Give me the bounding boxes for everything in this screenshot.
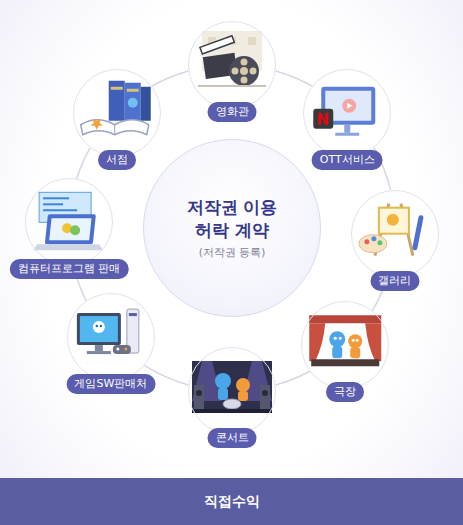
bookstore-illustration bbox=[73, 69, 161, 157]
item-circle: 극장 bbox=[301, 301, 389, 389]
label-pill: 갤러리 bbox=[370, 271, 419, 291]
label-pill: 게임SW판매처 bbox=[66, 374, 155, 394]
item-circle: 서점 bbox=[73, 69, 161, 157]
center-title: 저작권 이용 허락 계약 bbox=[180, 196, 284, 242]
center-subtitle: (저작권 등록) bbox=[199, 246, 266, 260]
label-pill: 극장 bbox=[326, 382, 364, 402]
item-circle: 콘서트 bbox=[188, 347, 276, 435]
band-text: 직접수익 bbox=[204, 493, 260, 511]
ott-illustration bbox=[303, 69, 391, 157]
label-pill: 서점 bbox=[98, 150, 136, 170]
ring-connector bbox=[77, 148, 91, 179]
bottom-band: 직접수익 bbox=[0, 478, 463, 525]
laptop-illustration bbox=[25, 178, 113, 266]
item-circle: 컴퓨터프로그램 판매 bbox=[25, 178, 113, 266]
center-circle: 저작권 이용 허락 계약 (저작권 등록) bbox=[143, 139, 321, 317]
item-circle: 게임SW판매처 bbox=[67, 293, 155, 381]
gallery-illustration bbox=[351, 190, 439, 278]
game-illustration bbox=[67, 293, 155, 381]
label-pill: 컴퓨터프로그램 판매 bbox=[10, 259, 129, 279]
label-pill: 영화관 bbox=[208, 102, 257, 122]
concert-illustration bbox=[188, 347, 276, 435]
item-circle: 영화관 bbox=[188, 21, 276, 109]
ring-connector bbox=[276, 371, 310, 385]
ring-connector bbox=[152, 71, 189, 86]
label-pill: OTT서비스 bbox=[312, 150, 383, 170]
item-circle: OTT서비스 bbox=[303, 69, 391, 157]
label-pill: 콘서트 bbox=[208, 428, 257, 448]
cinema-illustration bbox=[188, 21, 276, 109]
item-circle: 갤러리 bbox=[351, 190, 439, 278]
ring-connector bbox=[276, 71, 313, 86]
theater-illustration bbox=[301, 301, 389, 389]
